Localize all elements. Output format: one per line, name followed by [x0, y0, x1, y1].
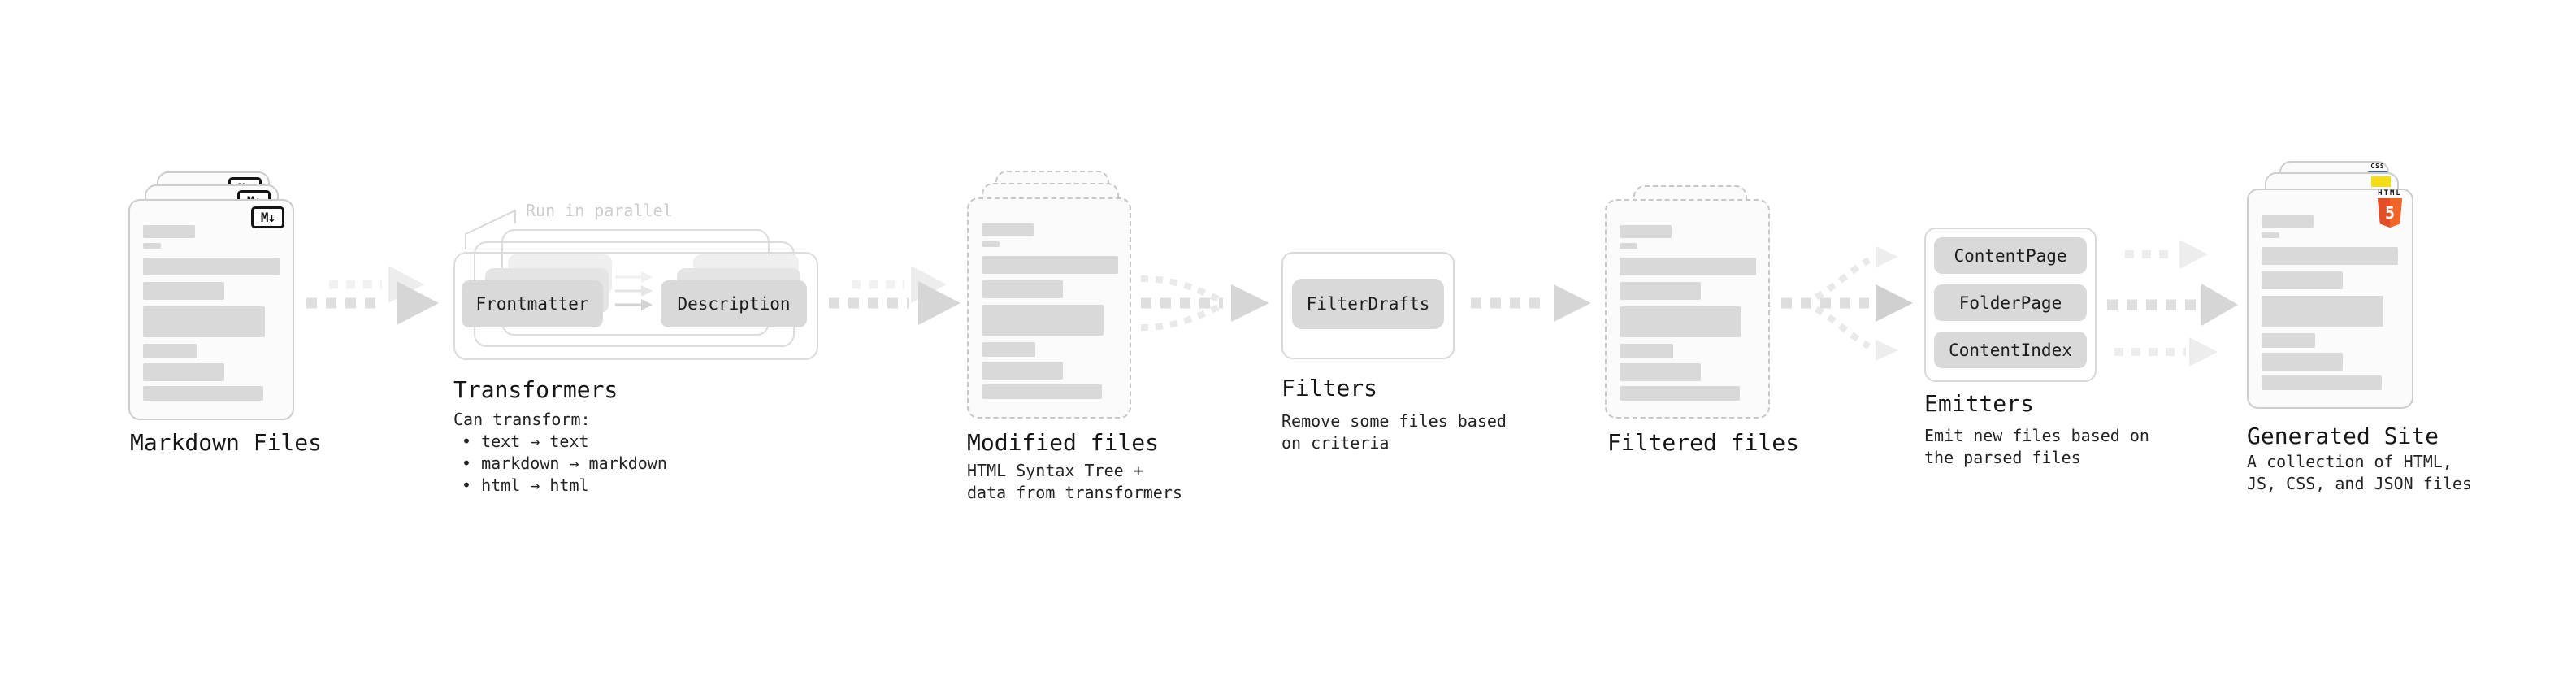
doc-line: [2262, 215, 2314, 228]
doc-line: [1620, 386, 1740, 401]
filters-desc-line: Remove some files based: [1281, 411, 1507, 431]
filter-pill-filterdrafts: FilterDrafts: [1292, 279, 1444, 329]
generated-site-label: Generated Site: [2247, 423, 2439, 449]
modified-files-description: HTML Syntax Tree + data from transformer…: [967, 460, 1182, 504]
modified-files-desc-line: data from transformers: [967, 483, 1182, 502]
run-in-parallel-label: Run in parallel: [526, 201, 673, 220]
emitters-desc-line: Emit new files based on: [1924, 426, 2149, 445]
arrow-emitters-to-site: [2107, 240, 2238, 367]
doc-line: [2262, 247, 2398, 265]
doc-line: [143, 344, 197, 358]
doc-line: [1620, 225, 1672, 238]
modified-files-label: Modified files: [967, 429, 1160, 456]
filters-label: Filters: [1281, 375, 1378, 401]
transformers-bullet: • markdown → markdown: [462, 453, 667, 473]
doc-line: [1620, 306, 1741, 337]
doc-line: [143, 258, 280, 275]
markdown-files-label: Markdown Files: [130, 429, 323, 456]
modified-file-card-front: [967, 197, 1131, 419]
doc-line: [1620, 258, 1756, 275]
doc-line: [143, 243, 161, 249]
filters-desc-line: on criteria: [1281, 433, 1390, 453]
doc-line: [982, 342, 1035, 357]
arrow-transformers-to-modified: [829, 266, 961, 325]
doc-line: [982, 362, 1063, 380]
doc-line: [982, 223, 1034, 236]
filtered-file-card-front: [1605, 199, 1770, 419]
arrow-markdown-to-transformers: [306, 266, 439, 325]
doc-line: [2262, 333, 2315, 348]
html5-icon-number: 5: [2385, 203, 2395, 223]
generated-site-desc-line: JS, CSS, and JSON files: [2247, 474, 2472, 493]
doc-line: [143, 306, 265, 337]
doc-line: [982, 241, 1000, 247]
doc-line: [143, 363, 224, 381]
filtered-files-label: Filtered files: [1607, 429, 1800, 456]
javascript-icon: [2371, 176, 2391, 187]
css-icon-label: CSS: [2370, 163, 2385, 170]
filters-description: Remove some files based on criteria: [1281, 410, 1507, 454]
doc-line: [2262, 232, 2279, 238]
generated-site-description: A collection of HTML, JS, CSS, and JSON …: [2247, 451, 2472, 495]
html5-icon: HTML 5: [2375, 189, 2405, 228]
doc-line: [2262, 353, 2343, 371]
doc-line: [982, 384, 1102, 399]
emitter-pill-contentindex: ContentIndex: [1934, 332, 2087, 368]
emitters-desc-line: the parsed files: [1924, 448, 2081, 467]
doc-line: [982, 280, 1063, 298]
html5-icon-label: HTML: [2378, 189, 2402, 197]
doc-line: [2262, 271, 2343, 289]
transformer-pill-frontmatter: Frontmatter: [462, 280, 603, 327]
generated-site-desc-line: A collection of HTML,: [2247, 452, 2452, 471]
doc-line: [2262, 296, 2383, 327]
doc-line: [1620, 344, 1673, 358]
doc-line: [982, 305, 1104, 336]
arrow-filtered-to-emitters: [1781, 246, 1913, 361]
emitters-description: Emit new files based on the parsed files: [1924, 425, 2149, 469]
doc-line: [143, 282, 224, 300]
emitter-pill-contentpage: ContentPage: [1934, 237, 2087, 274]
transformer-pill-description: Description: [661, 280, 807, 327]
html5-shield: 5: [2378, 198, 2402, 228]
markdown-icon: M↓: [251, 206, 284, 228]
transformers-label: Transformers: [453, 376, 618, 403]
doc-line: [143, 225, 195, 238]
doc-line: [2262, 375, 2382, 390]
modified-files-desc-line: HTML Syntax Tree +: [967, 461, 1143, 480]
doc-line: [1620, 363, 1701, 381]
transformers-bullet: • text → text: [462, 432, 589, 451]
arrow-filters-to-filtered: [1471, 284, 1591, 322]
arrow-modified-to-filters: [1140, 275, 1269, 331]
transformers-bullet: • html → html: [462, 475, 589, 495]
emitter-pill-folderpage: FolderPage: [1934, 284, 2087, 321]
emitters-label: Emitters: [1924, 390, 2034, 417]
doc-line: [1620, 282, 1701, 300]
doc-line: [982, 256, 1118, 274]
transformer-box-front: [453, 252, 818, 360]
transformers-desc-title: Can transform:: [453, 410, 591, 429]
doc-line: [1620, 243, 1637, 249]
doc-line: [143, 386, 263, 401]
transformers-description: Can transform: • text → text • markdown …: [453, 409, 667, 497]
markdown-file-card-front: M↓: [128, 199, 294, 420]
